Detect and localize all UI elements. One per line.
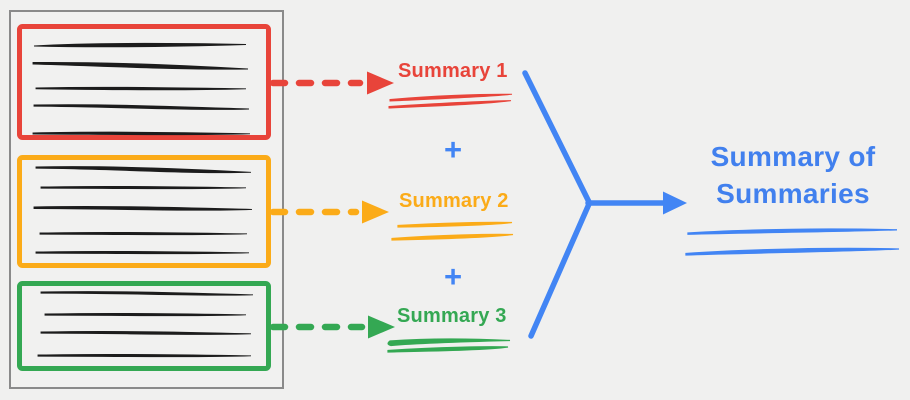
document-section-green — [17, 281, 271, 371]
summary-2-scribble — [391, 221, 514, 241]
summary-3-scribble — [387, 338, 511, 353]
handwritten-lines — [32, 42, 251, 136]
plus-sign-1: + — [444, 132, 463, 167]
arrow-red-icon — [269, 71, 394, 95]
handwritten-lines — [33, 166, 253, 255]
summary-1-label: Summary 1 — [398, 60, 508, 82]
plus-sign-2: + — [444, 259, 463, 294]
summary-3-label: Summary 3 — [397, 305, 507, 327]
result-scribble — [685, 228, 900, 256]
document-section-yellow — [17, 155, 271, 268]
handwritten-lines — [37, 291, 254, 358]
arrow-yellow-icon — [269, 200, 389, 224]
arrow-green-icon — [269, 315, 395, 339]
summary-1-scribble — [388, 93, 513, 109]
summary-2-label: Summary 2 — [399, 190, 509, 212]
result-title: Summary of Summaries — [710, 141, 876, 210]
merge-arrow-icon — [522, 70, 687, 339]
document-frame — [9, 10, 284, 389]
document-section-red — [17, 24, 271, 140]
